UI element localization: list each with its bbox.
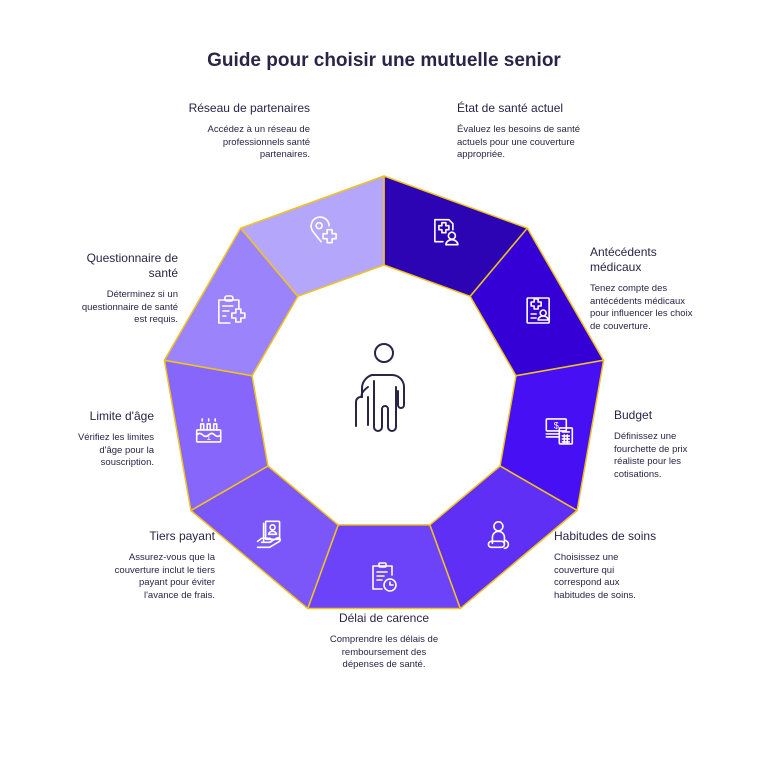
label-desc: Tenez compte des antécédents médicaux po… bbox=[590, 283, 693, 332]
clipboard-clock-icon bbox=[372, 562, 397, 592]
hand-card-icon bbox=[256, 520, 281, 549]
label-title: Réseau de partenaires bbox=[188, 101, 310, 115]
label-title: Habitudes de soins bbox=[554, 529, 657, 543]
medical-document-person-icon bbox=[434, 218, 459, 246]
label-desc: Choisissez une couverture qui correspond… bbox=[554, 552, 636, 601]
label-desc: Assurez-vous que la couverture inclut le… bbox=[114, 552, 215, 601]
label-desc: Accédez à un réseau de professionnels sa… bbox=[207, 124, 310, 160]
svg-text:1: 1 bbox=[206, 433, 211, 442]
label-desc: Déterminez si un questionnaire de santé … bbox=[81, 289, 178, 325]
label-title: Délai de carence bbox=[338, 611, 430, 625]
label-title: Tiers payant bbox=[149, 529, 215, 543]
elderly-person-with-cane-icon bbox=[355, 343, 405, 432]
medical-record-icon bbox=[526, 297, 550, 324]
birthday-cake-icon: 1 bbox=[195, 418, 222, 443]
patient-care-icon bbox=[487, 521, 510, 550]
label-title: Limite d'âge bbox=[89, 409, 154, 423]
label-desc: Comprendre les délais de remboursement d… bbox=[329, 634, 439, 670]
svg-text:$: $ bbox=[554, 420, 559, 430]
segment-9 bbox=[239, 175, 385, 298]
diagram-title: Guide pour choisir une mutuelle senior bbox=[207, 50, 561, 71]
label-title: Budget bbox=[614, 408, 653, 422]
label-title: Questionnaire de santé bbox=[86, 251, 178, 280]
label-desc: Définissez une fourchette de prix réalis… bbox=[614, 431, 688, 480]
money-calculator-icon: $ bbox=[545, 418, 574, 445]
label-title: Antécédents médicaux bbox=[590, 245, 657, 274]
location-plus-icon bbox=[310, 216, 337, 244]
label-title: État de santé actuel bbox=[457, 101, 564, 115]
clipboard-plus-icon bbox=[218, 295, 246, 324]
label-desc: Évaluez les besoins de santé actuels pou… bbox=[457, 124, 581, 160]
label-desc: Vérifiez les limites d'âge pour la sousc… bbox=[77, 432, 154, 468]
